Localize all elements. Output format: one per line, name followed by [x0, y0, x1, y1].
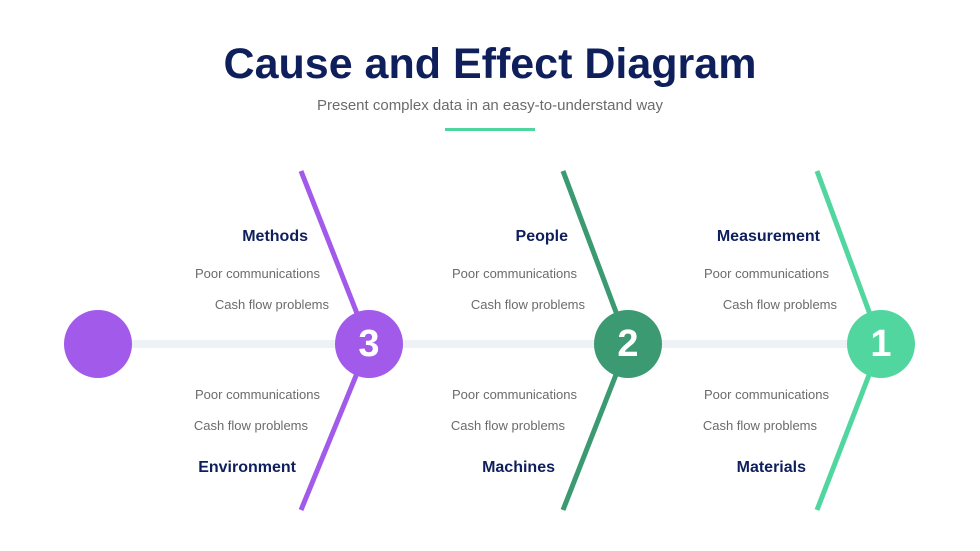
node-2-number: 2	[617, 323, 639, 365]
page-subtitle: Present complex data in an easy-to-under…	[316, 97, 664, 114]
category-methods: Methods	[242, 228, 308, 245]
cause-item: Cash flow problems	[214, 297, 329, 312]
node-1-circle	[847, 310, 915, 378]
cause-item: Poor communications	[452, 387, 577, 402]
cause-item: Poor communications	[704, 266, 829, 281]
title-underline	[445, 128, 535, 131]
category-people: People	[515, 228, 568, 245]
cause-item: Cash flow problems	[722, 297, 837, 312]
node-3-circle	[335, 310, 403, 378]
cause-item: Cash flow problems	[470, 297, 585, 312]
cause-item: Poor communications	[195, 387, 320, 402]
category-machines: Machines	[482, 459, 555, 476]
category-materials: Materials	[736, 459, 806, 476]
node-2-circle	[594, 310, 662, 378]
cause-item: Cash flow problems	[450, 418, 565, 433]
page-title: Cause and Effect Diagram	[223, 40, 757, 88]
cause-item: Poor communications	[195, 266, 320, 281]
cause-item: Poor communications	[704, 387, 829, 402]
cause-item: Poor communications	[452, 266, 577, 281]
category-environment: Environment	[198, 459, 296, 476]
node-3-number: 3	[358, 323, 380, 365]
spine-tail-circle	[64, 310, 132, 378]
cause-item: Cash flow problems	[193, 418, 308, 433]
cause-item: Cash flow problems	[702, 418, 817, 433]
node-1-number: 1	[870, 323, 892, 365]
category-measurement: Measurement	[716, 228, 820, 245]
